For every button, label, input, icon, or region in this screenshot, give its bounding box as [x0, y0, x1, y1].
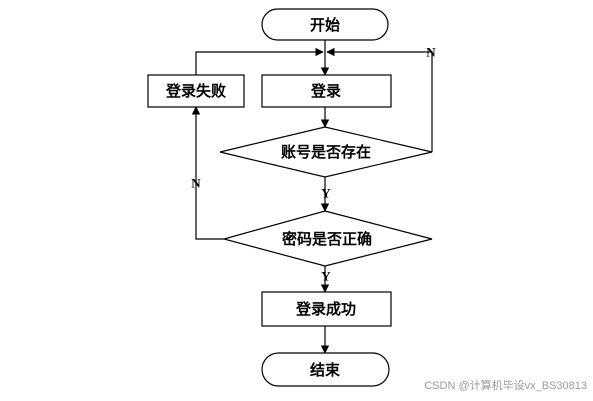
- watermark-text: CSDN @计算机毕设vx_BS30813: [424, 380, 587, 392]
- edge-label-account-yes: Y: [321, 186, 331, 201]
- start-terminal: [261, 8, 389, 41]
- login-process: [261, 74, 392, 108]
- start-terminal-label: 开始: [310, 16, 340, 34]
- login-success-label: 登录成功: [295, 300, 356, 318]
- edge-label-password-no: N: [191, 176, 201, 191]
- login-success-process: [261, 291, 392, 327]
- login-failed-label: 登录失败: [165, 82, 226, 100]
- edge-label-account-no: N: [426, 45, 436, 60]
- edge-account-no-loop: [326, 47, 433, 152]
- account-exists-decision: [219, 126, 433, 178]
- end-terminal: [261, 352, 390, 387]
- login-process-label: 登录: [310, 82, 341, 100]
- login-failed-process: [147, 74, 245, 108]
- password-correct-decision: [221, 210, 433, 267]
- edge-label-password-yes: Y: [321, 269, 331, 284]
- end-terminal-label: 结束: [310, 361, 341, 379]
- edge-login-failed-to-login: [195, 47, 324, 75]
- account-exists-label: 账号是否存在: [281, 143, 371, 161]
- edge-password-no: [191, 106, 224, 240]
- password-correct-label: 密码是否正确: [282, 230, 372, 248]
